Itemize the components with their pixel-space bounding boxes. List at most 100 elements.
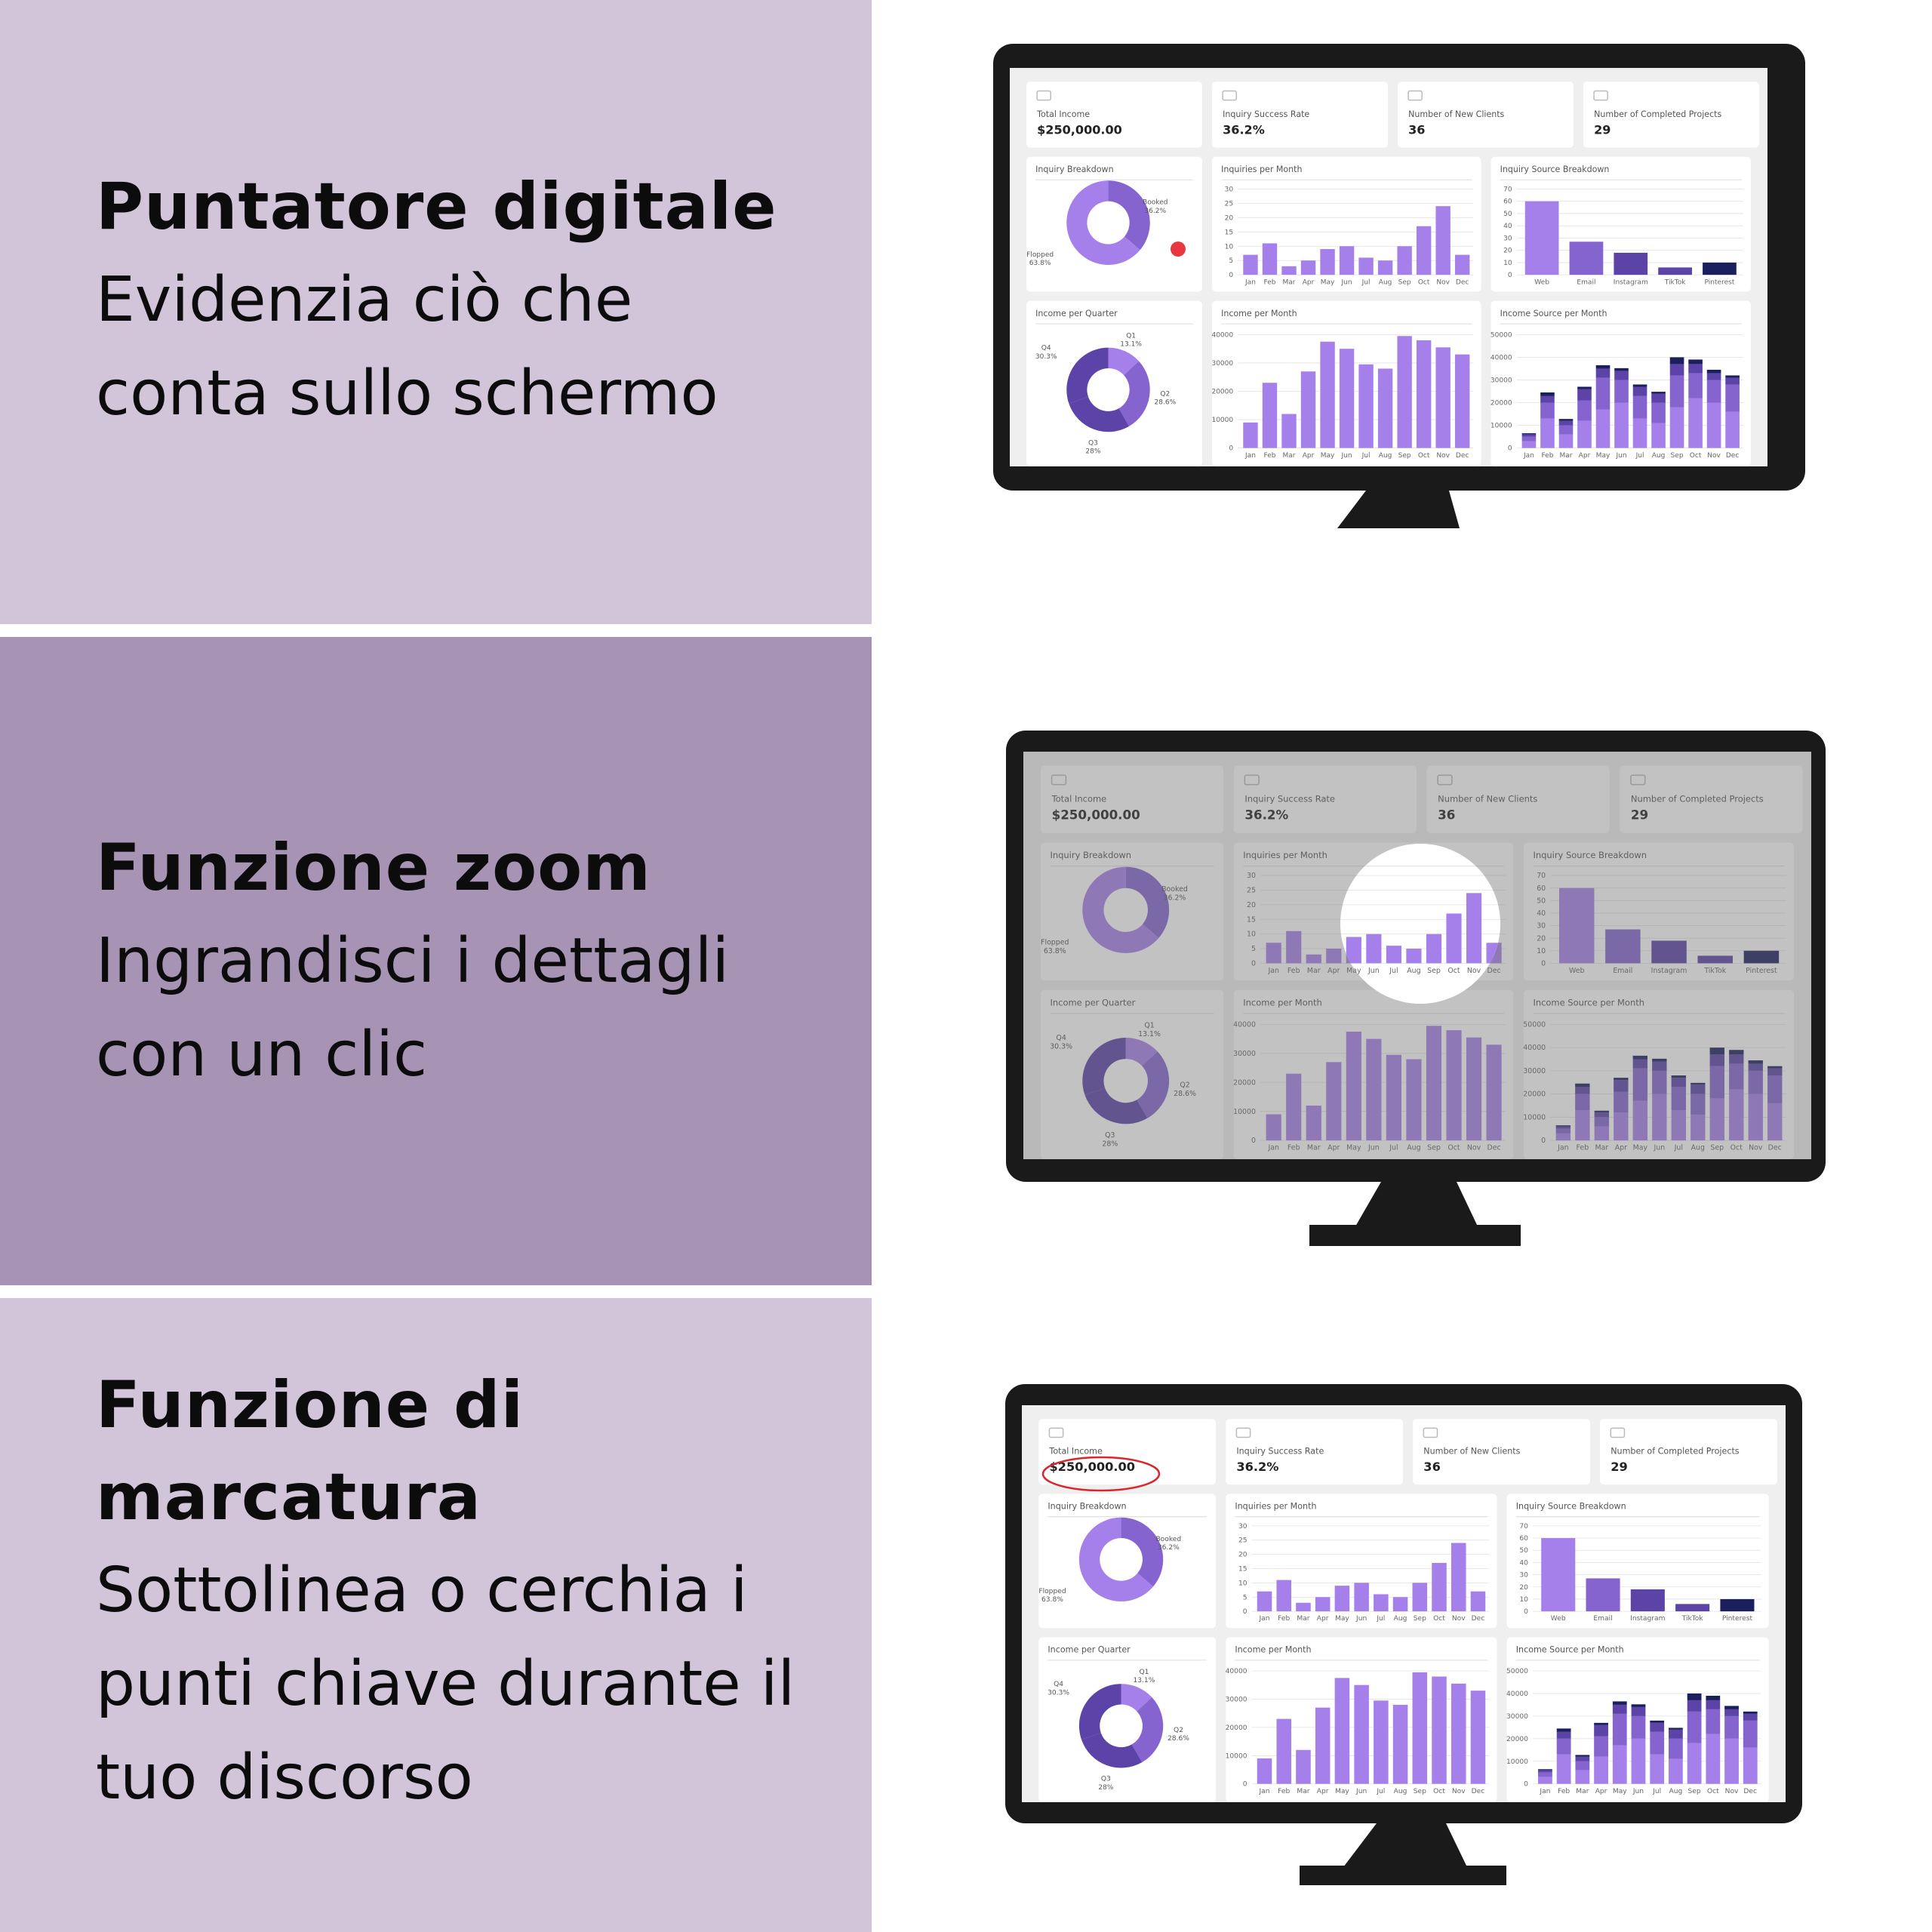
y-tick-label: 0 <box>1229 272 1233 279</box>
inquiry-donut-slice <box>1082 866 1159 953</box>
inquiry-source-bar <box>1586 1578 1620 1612</box>
kpi-card-bg <box>1583 82 1759 148</box>
income-month-bar <box>1334 1678 1350 1784</box>
x-tick-label: Feb <box>1558 1788 1570 1795</box>
y-tick-label: 50 <box>1503 211 1512 218</box>
income-source-bar-segment <box>1614 368 1629 371</box>
income-source-bar-segment <box>1652 1070 1667 1094</box>
y-tick-label: 15 <box>1247 915 1256 924</box>
y-tick-label: 40 <box>1537 909 1546 918</box>
user-icon <box>1423 1427 1438 1438</box>
y-tick-label: 30000 <box>1233 1050 1256 1058</box>
income-source-bar-segment <box>1669 357 1684 365</box>
inquiries-bar <box>1300 260 1316 275</box>
inquiries-bar <box>1326 949 1342 964</box>
x-tick-label: May <box>1346 967 1361 975</box>
donut-label: Booked <box>1155 1536 1181 1543</box>
income-month-bar <box>1276 1718 1292 1784</box>
kpi-value: 36 <box>1423 1460 1441 1474</box>
x-tick-label: May <box>1346 1144 1361 1152</box>
x-tick-label: Aug <box>1379 278 1392 286</box>
income-source-bar-segment <box>1709 1066 1724 1099</box>
income-source-bar-segment <box>1575 1087 1590 1094</box>
income-month-bar <box>1266 1114 1281 1141</box>
income-month-bar <box>1326 1062 1342 1141</box>
donut-label: Q3 <box>1088 440 1098 448</box>
y-tick-label: 30000 <box>1211 360 1233 368</box>
y-tick-label: 10 <box>1503 260 1512 267</box>
income-source-bar-segment <box>1556 1754 1571 1784</box>
income-source-bar-segment <box>1725 377 1740 385</box>
donut-value: 63.8% <box>1029 260 1051 267</box>
x-tick-label: Oct <box>1418 278 1430 286</box>
income-source-bar-segment <box>1709 1048 1724 1055</box>
inquiry-donut-slice <box>1078 1517 1153 1601</box>
x-tick-label: Dec <box>1743 1788 1757 1795</box>
income-month-bar <box>1354 1684 1369 1784</box>
checkbox-icon <box>1630 774 1646 786</box>
x-tick-label: Dec <box>1726 452 1739 460</box>
y-tick-label: 0 <box>1524 1608 1528 1616</box>
income-source-bar-segment <box>1614 1112 1629 1141</box>
income-source-bar-segment <box>1555 1125 1571 1127</box>
x-tick-label: Sep <box>1414 1788 1426 1795</box>
income-per-quarter-card-title: Income per Quarter <box>1050 997 1135 1008</box>
x-tick-label: Nov <box>1467 967 1481 975</box>
x-tick-label: Oct <box>1433 1788 1445 1795</box>
donut-value: 36.2% <box>1144 208 1166 215</box>
x-tick-label: Jan <box>1267 1144 1279 1152</box>
income-source-bar-segment <box>1632 395 1647 419</box>
x-tick-label: Sep <box>1671 452 1684 460</box>
donut-label: Q3 <box>1105 1131 1115 1140</box>
inquiry-source-bar <box>1614 252 1648 275</box>
inquiry-breakdown-card-title: Inquiry Breakdown <box>1035 165 1113 174</box>
income-source-bar-segment <box>1540 395 1555 403</box>
income-month-bar <box>1470 1690 1486 1784</box>
income-source-bar-segment <box>1725 375 1740 378</box>
income-month-bar <box>1243 422 1258 448</box>
income-source-bar-segment <box>1538 1770 1552 1773</box>
income-source-bar-segment <box>1669 364 1684 376</box>
kpi-label: Number of Completed Projects <box>1594 109 1721 119</box>
income-source-bar-segment <box>1575 1761 1590 1770</box>
section-title-pointer: Puntatore digitale <box>96 169 777 245</box>
x-tick-label: Dec <box>1487 967 1500 975</box>
x-tick-label: Jun <box>1341 278 1352 286</box>
inquiries-bar <box>1470 1591 1486 1612</box>
y-tick-label: 10 <box>1247 931 1256 939</box>
income-source-bar-segment <box>1767 1103 1783 1141</box>
section-title-zoom: Funzione zoom <box>96 830 651 906</box>
income-source-bar-segment <box>1595 409 1611 448</box>
income-source-bar-segment <box>1577 400 1592 421</box>
y-tick-label: 10 <box>1519 1596 1528 1604</box>
x-tick-label: Aug <box>1394 1788 1407 1795</box>
inquiries-bar <box>1426 934 1442 964</box>
x-tick-label: Apr <box>1303 452 1315 460</box>
income-source-bar-segment <box>1594 1117 1610 1127</box>
income-source-bar-segment <box>1555 1128 1571 1134</box>
kpi-label: Number of New Clients <box>1438 793 1537 804</box>
donut-value: 63.8% <box>1044 947 1066 955</box>
x-tick-label: Mar <box>1307 967 1321 975</box>
income-source-bar-segment <box>1538 1777 1552 1784</box>
income-source-bar-segment <box>1671 1087 1686 1111</box>
x-tick-label: May <box>1335 1615 1349 1623</box>
x-tick-label: Jul <box>1389 1144 1398 1152</box>
kpi-value: $250,000.00 <box>1052 808 1140 822</box>
income-source-bar-segment <box>1729 1063 1744 1090</box>
income-source-bar-segment <box>1594 1126 1610 1141</box>
kpi-card-bg <box>1398 82 1574 148</box>
y-tick-label: 20000 <box>1211 388 1233 395</box>
x-tick-label: Jul <box>1376 1788 1385 1795</box>
x-tick-label: TikTok <box>1703 967 1726 975</box>
y-tick-label: 40000 <box>1211 331 1233 339</box>
income-per-quarter-card-title: Income per Quarter <box>1035 309 1118 318</box>
x-tick-label: Nov <box>1436 278 1450 286</box>
x-tick-label: TikTok <box>1681 1615 1704 1623</box>
inquiries-bar <box>1416 226 1432 275</box>
x-tick-label: May <box>1321 452 1335 460</box>
x-tick-label: Apr <box>1615 1144 1627 1152</box>
income-source-bar-segment <box>1595 377 1611 410</box>
